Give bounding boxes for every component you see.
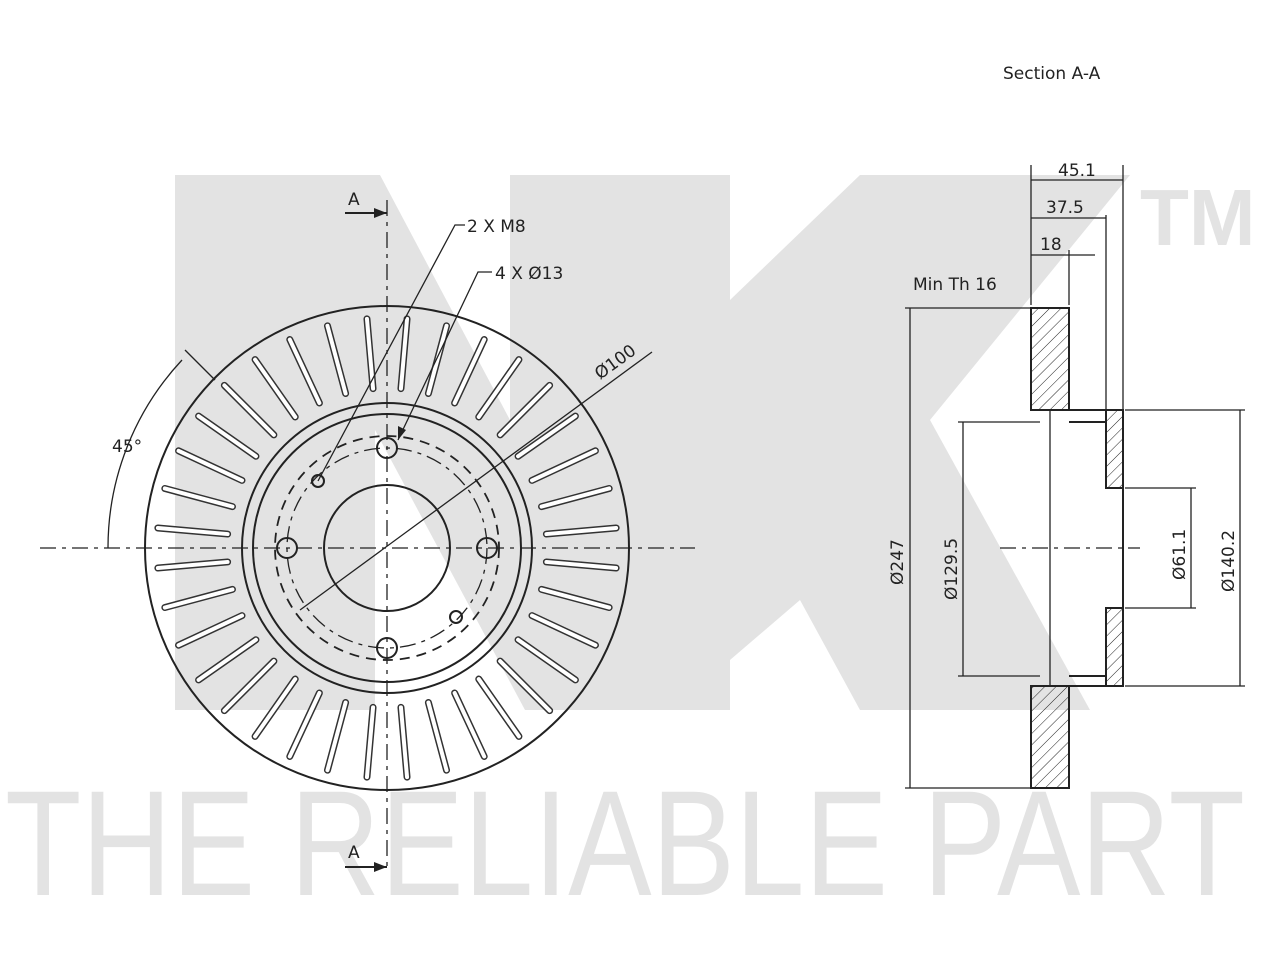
thread-callout-leader xyxy=(317,224,465,482)
thread-hole xyxy=(311,474,325,488)
vent-fill xyxy=(498,659,552,713)
front-view: A A 2 X M8 4 X Ø13 Ø100 45° xyxy=(40,190,695,872)
section-view: 45.1 37.5 18 Min Th 16 Ø247 Ø129.5 Ø61.1… xyxy=(888,161,1245,789)
section-title: Section A-A xyxy=(1003,64,1101,84)
hole-callout-leader xyxy=(397,271,492,441)
vent-fill xyxy=(539,587,612,610)
vent-fill xyxy=(253,677,298,739)
section-marker-top: A xyxy=(348,190,360,210)
callout-holes: 4 X Ø13 xyxy=(495,264,563,284)
vent-fill xyxy=(452,691,487,759)
dim-overall-height: 45.1 xyxy=(1058,161,1096,181)
vent-fill xyxy=(176,613,244,648)
hole-callout-arrow xyxy=(398,426,406,440)
vent-fill xyxy=(544,559,619,571)
vent-fill xyxy=(364,316,376,391)
hat-wall-bottom xyxy=(1105,607,1124,687)
vent-fill xyxy=(530,613,598,648)
vent-fill xyxy=(426,700,449,773)
dim-thickness: 18 xyxy=(1040,235,1062,255)
vent-fill xyxy=(426,323,449,396)
angle-extension-line xyxy=(184,349,216,381)
dim-outer-diameter: Ø247 xyxy=(888,539,908,585)
section-marker-arrow xyxy=(374,862,387,872)
vent-fill xyxy=(398,705,410,780)
vent-fill xyxy=(287,691,322,759)
watermark: TM THE RELIABLE PART xyxy=(5,173,1256,927)
cooling-vents xyxy=(154,315,620,781)
vent-fill xyxy=(325,323,348,396)
vent-fill xyxy=(398,316,410,391)
vent-fill xyxy=(325,700,348,773)
vent-fill xyxy=(364,705,376,780)
hat-wall-top xyxy=(1105,409,1124,489)
thread-hole xyxy=(449,610,463,624)
vent-fill xyxy=(155,525,230,537)
vent-fill xyxy=(162,486,235,509)
vent-fill xyxy=(530,448,598,483)
min-thickness-label: Min Th 16 xyxy=(913,275,997,295)
friction-ring-bottom xyxy=(1030,685,1070,789)
dim-hat-outer: Ø140.2 xyxy=(1219,530,1239,592)
dim-hat-height: 37.5 xyxy=(1046,198,1084,218)
vent-fill xyxy=(253,357,298,419)
vent-fill xyxy=(476,677,521,739)
section-body xyxy=(1030,307,1124,789)
vent-fill xyxy=(155,559,230,571)
pcd-dimension-line xyxy=(299,351,653,611)
watermark-logo xyxy=(175,175,1130,710)
vent-fill xyxy=(476,357,521,419)
vent-fill xyxy=(544,525,619,537)
section-marker-bottom: A xyxy=(348,843,360,863)
dim-hat-diameter: Ø129.5 xyxy=(942,538,962,600)
vent-fill xyxy=(539,486,612,509)
vent-fill xyxy=(196,637,258,682)
vent-fill xyxy=(516,414,578,459)
vent-fill xyxy=(516,637,578,682)
vent-fill xyxy=(452,337,487,405)
callout-threads: 2 X M8 xyxy=(467,217,526,237)
vent-fill xyxy=(222,383,276,437)
section-marker-arrow xyxy=(374,208,387,218)
vent-fill xyxy=(176,448,244,483)
vent-fill xyxy=(222,659,276,713)
vent-fill xyxy=(196,414,258,459)
vent-fill xyxy=(162,587,235,610)
vent-fill xyxy=(287,337,322,405)
angle-arc xyxy=(107,359,183,549)
friction-ring-top xyxy=(1030,307,1070,411)
vent-fill xyxy=(498,383,552,437)
dim-center-bore: Ø61.1 xyxy=(1170,529,1190,580)
trademark-text: TM xyxy=(1140,173,1256,262)
dim-angle: 45° xyxy=(112,437,142,457)
